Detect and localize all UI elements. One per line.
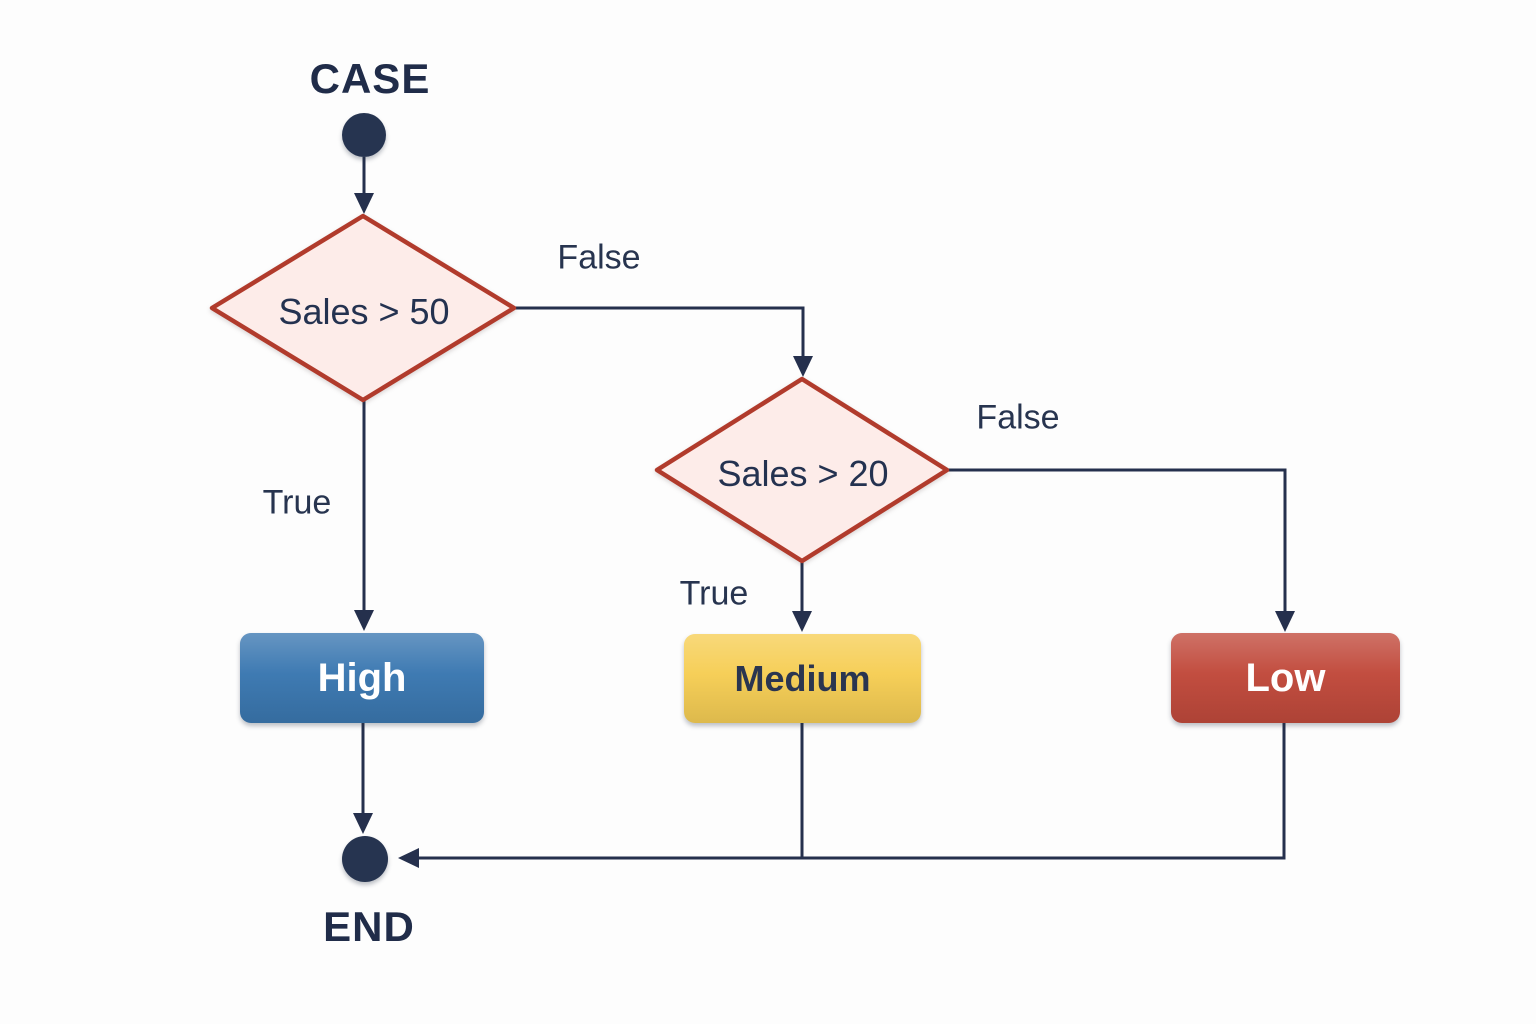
arrowhead-start-to-decision1 (354, 193, 374, 214)
arrowhead-decision2-false (1275, 611, 1295, 632)
end-label: END (323, 903, 415, 950)
edge-low-to-end (406, 723, 1286, 860)
decision-1-false-label: False (557, 238, 641, 277)
arrowhead-decision2-true (792, 611, 812, 632)
decision-1-true-label: True (262, 483, 332, 522)
start-label: CASE (309, 55, 431, 102)
arrowhead-decision1-true (354, 610, 374, 631)
decision-1-diamond (209, 213, 517, 403)
arrowhead-high-to-end (353, 813, 373, 834)
arrowhead-decision1-false (793, 356, 813, 377)
decision-2-false-label: False (976, 398, 1060, 437)
outcome-medium-label: Medium (734, 657, 871, 699)
start-node (342, 113, 386, 157)
outcome-box-medium: Medium (684, 634, 921, 723)
edge-decision2-false (947, 468, 1287, 623)
outcome-box-low: Low (1171, 633, 1400, 723)
outcome-high-label: High (317, 655, 407, 700)
edge-decision1-false (514, 306, 805, 367)
outcome-box-high: High (240, 633, 484, 723)
decision-2-diamond (654, 376, 950, 564)
outcome-low-label: Low (1245, 655, 1326, 700)
end-node (342, 836, 388, 882)
decision-1-label: Sales > 50 (278, 291, 450, 332)
arrowhead-low-to-end (398, 848, 419, 868)
decision-2-true-label: True (679, 574, 749, 613)
decision-2-label: Sales > 20 (717, 453, 889, 494)
